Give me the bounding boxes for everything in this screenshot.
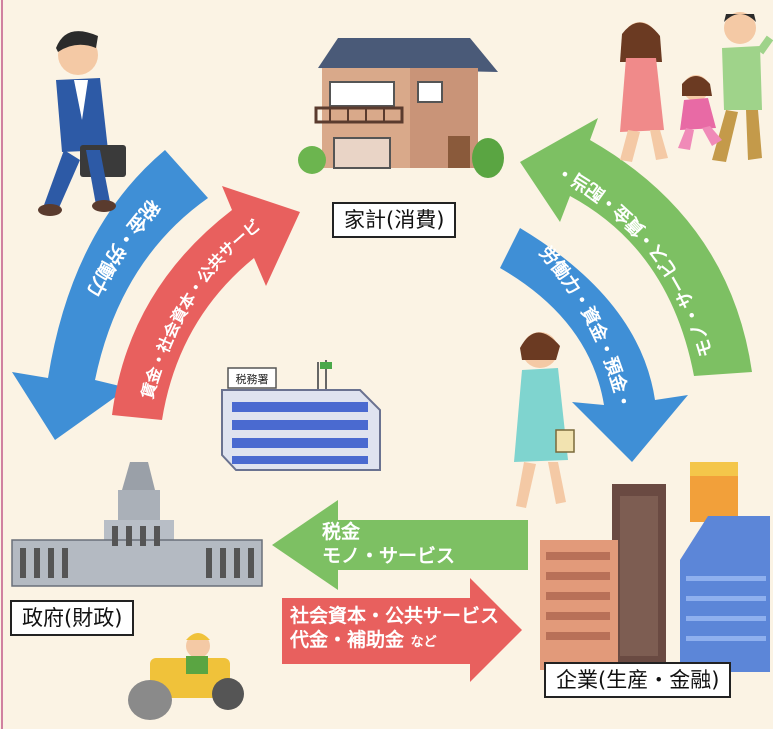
businessman-illustration (38, 31, 126, 216)
diet-building-illustration (11, 462, 263, 587)
enterprise-label: 企業(生産・金融) (544, 662, 732, 698)
company-buildings-illustration (540, 462, 770, 672)
household-label: 家計(消費) (332, 202, 457, 238)
family-illustration (620, 12, 773, 162)
tax-office-illustration: 税務署 (221, 360, 381, 471)
flow-label-government-to-enterprise-suffix: など (410, 635, 437, 650)
flow-label-government-to-enterprise-line1: 社会資本・公共サービス (290, 605, 500, 627)
flow-label-government-to-enterprise: 社会資本・公共サービス 代金・補助金 など (290, 604, 499, 655)
house-illustration (298, 38, 504, 178)
flow-label-government-to-enterprise-line2: 代金・補助金 (290, 629, 405, 651)
flow-label-enterprise-to-government-line2: モノ・サービス (322, 545, 456, 567)
businesswoman-illustration (514, 332, 575, 508)
arrow-enterprise-to-government (272, 500, 528, 590)
flow-label-enterprise-to-government: 税金 モノ・サービス (322, 520, 455, 568)
tax-office-sign: 税務署 (236, 372, 269, 386)
government-label: 政府(財政) (10, 600, 135, 636)
arrow-government-to-enterprise (282, 578, 522, 682)
road-roller-illustration (128, 633, 244, 720)
flow-label-enterprise-to-government-line1: 税金 (322, 521, 361, 543)
